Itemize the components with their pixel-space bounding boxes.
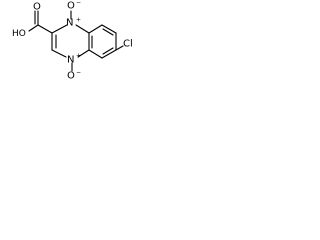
bond-lines xyxy=(28,10,124,72)
bottom-nitrogen-charge: + xyxy=(76,53,81,60)
quinoxaline-dioxide-structure: O HO N + O − N + O − Cl xyxy=(12,0,133,82)
bond-c2-carboxyl xyxy=(37,24,53,34)
chlorine-label: Cl xyxy=(123,39,133,50)
bond-c2-n1 xyxy=(51,24,68,34)
bond-c5-c10 xyxy=(88,49,103,59)
bond-c6-cl xyxy=(115,45,124,51)
bond-n4-c3 xyxy=(51,49,67,58)
top-nitrogen-charge: + xyxy=(76,17,81,24)
carboxyl-oxygen-label: O xyxy=(33,2,41,13)
bond-c9-c8 xyxy=(88,24,103,34)
bond-c10-n4 xyxy=(77,49,90,58)
bond-carboxyl-oh xyxy=(28,24,39,32)
top-oxygen-label: O xyxy=(67,1,75,12)
bond-n1-c9 xyxy=(75,24,90,34)
hydroxyl-label: HO xyxy=(12,29,26,39)
bottom-oxygen-label: O xyxy=(67,71,75,82)
bottom-nitrogen-label: N xyxy=(67,55,74,66)
bond-c8-c7-double xyxy=(102,28,114,36)
bond-c6-c5 xyxy=(101,49,117,59)
top-oxygen-charge: − xyxy=(76,0,81,7)
bond-c6-c5-double xyxy=(102,47,114,55)
top-nitrogen-label: N xyxy=(66,18,73,29)
bottom-oxygen-charge: − xyxy=(76,70,81,77)
bond-c8-c7 xyxy=(101,24,117,34)
